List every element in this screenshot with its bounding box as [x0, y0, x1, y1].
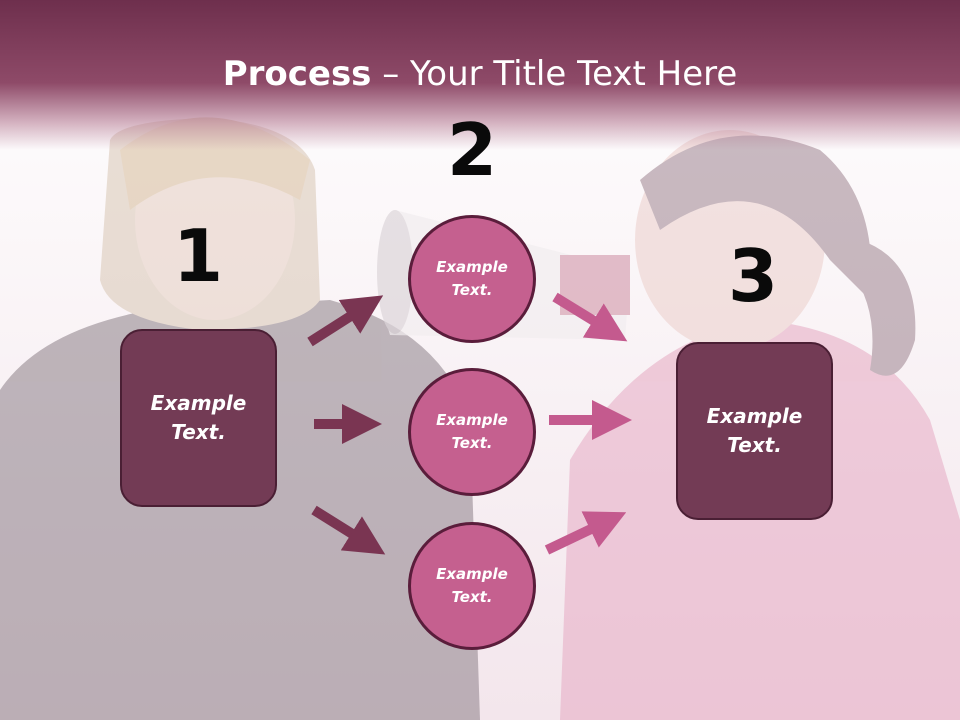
left-box-line2: Text.: [171, 420, 226, 444]
step-number-3: 3: [727, 234, 779, 318]
circle-middle-line2: Text.: [451, 434, 493, 452]
title-bold: Process: [222, 54, 372, 94]
step-number-1: 1: [172, 214, 224, 298]
page-title: Process – Your Title Text Here: [0, 52, 960, 96]
title-rest: – Your Title Text Here: [371, 54, 738, 94]
circle-bottom-line2: Text.: [451, 588, 493, 606]
right-box-line1: Example: [706, 404, 803, 428]
title-band: [0, 0, 960, 150]
right-box-line2: Text.: [727, 433, 782, 457]
arrow-left-to-bottom: [311, 505, 386, 555]
circle-middle-line1: Example: [436, 411, 508, 429]
woman-silhouette: [560, 130, 960, 720]
left-box-line1: Example: [150, 391, 247, 415]
circle-top-line1: Example: [436, 258, 508, 276]
step-number-2: 2: [446, 108, 498, 192]
arrow-left-to-top: [307, 295, 384, 347]
arrow-top-to-right: [552, 292, 628, 342]
circle-bottom-line1: Example: [436, 565, 508, 583]
circle-top-line2: Text.: [451, 281, 493, 299]
arrow-bottom-to-right: [544, 511, 627, 555]
